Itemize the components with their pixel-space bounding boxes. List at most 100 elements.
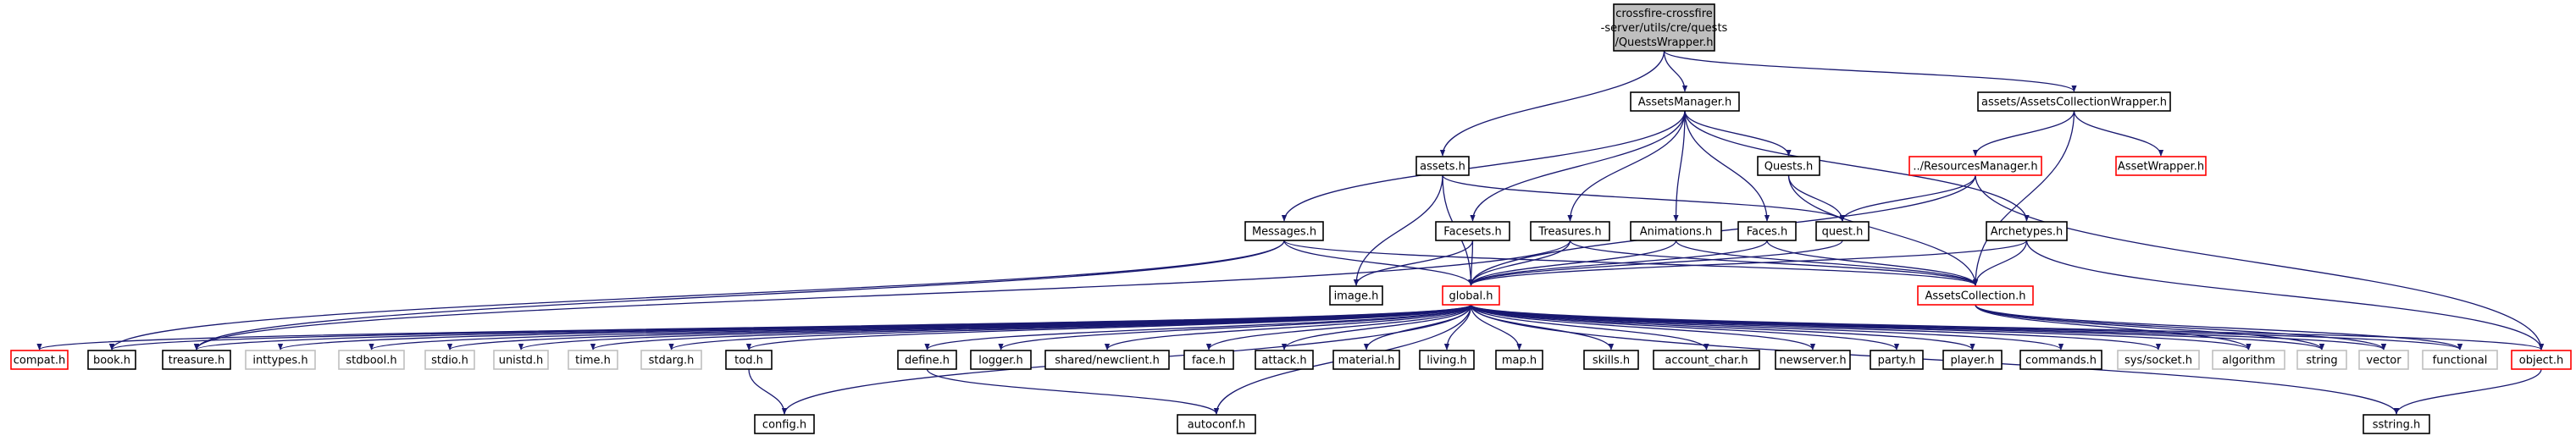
edge-root-to-assets_manager xyxy=(1663,50,1688,92)
node-box xyxy=(493,350,549,370)
node-compat-h[interactable]: compat.h xyxy=(10,350,69,370)
edge-quests_h-to-quest_h xyxy=(1787,174,1846,222)
edge-assets_manager-to-treasures_h xyxy=(1567,110,1686,222)
node-treasure-h[interactable]: treasure.h xyxy=(162,350,231,370)
node-resources-manager[interactable]: ../ResourcesManager.h xyxy=(1908,156,2042,176)
node-box xyxy=(1530,221,1610,241)
node-label: assets/AssetsCollectionWrapper.h xyxy=(1981,97,2167,109)
node-map-h[interactable]: map.h xyxy=(1495,350,1543,370)
node-account-char-h[interactable]: account_char.h xyxy=(1653,350,1760,370)
node-newserver-h[interactable]: newserver.h xyxy=(1775,350,1851,370)
node-box xyxy=(725,350,773,370)
node-autoconf-h[interactable]: autoconf.h xyxy=(1177,414,1256,434)
edge-assets_collection-to-algorithm xyxy=(1975,304,2252,350)
node-player-h[interactable]: player.h xyxy=(1942,350,2003,370)
node-box xyxy=(1583,350,1639,370)
node-living-h[interactable]: living.h xyxy=(1419,350,1475,370)
node-box xyxy=(1244,221,1324,241)
node-label: ../ResourcesManager.h xyxy=(1913,161,2037,174)
node-image-h[interactable]: image.h xyxy=(1329,285,1383,306)
node-label: party.h xyxy=(1878,355,1916,367)
node-label: config.h xyxy=(762,419,806,432)
node-box xyxy=(1815,221,1870,241)
node-box xyxy=(2115,156,2207,176)
node-box xyxy=(1177,414,1256,434)
node-label: skills.h xyxy=(1593,355,1630,367)
node-box xyxy=(245,350,316,370)
edge-treasures_h-to-treasure_h xyxy=(193,240,1571,350)
node-label: Messages.h xyxy=(1252,226,1316,239)
node-box xyxy=(897,350,957,370)
node-treasures-h[interactable]: Treasures.h xyxy=(1530,221,1610,241)
node-logger-h[interactable]: logger.h xyxy=(970,350,1032,370)
edge-global_h-to-compat_h xyxy=(36,304,1472,350)
edge-global_h-to-stdbool_h xyxy=(368,304,1472,350)
edge-faces_h-to-assets_collection xyxy=(1766,240,1979,286)
node-box xyxy=(2296,350,2347,370)
node-label: -server/utils/cre/quests xyxy=(1601,22,1728,35)
edge-assets_collection-to-string xyxy=(1975,304,2325,350)
node-string[interactable]: string xyxy=(2296,350,2347,370)
node-box xyxy=(424,350,475,370)
node-faces-h[interactable]: Faces.h xyxy=(1737,221,1797,241)
node-vector[interactable]: vector xyxy=(2358,350,2409,370)
edge-assets_manager-to-animations_h xyxy=(1673,110,1686,222)
node-box xyxy=(1044,350,1170,370)
node-label: global.h xyxy=(1449,290,1493,303)
node-facesets-h[interactable]: Facesets.h xyxy=(1435,221,1510,241)
node-asset-wrapper[interactable]: AssetWrapper.h xyxy=(2115,156,2207,176)
node-stdarg-h[interactable]: stdarg.h xyxy=(640,350,702,370)
node-sstring-h[interactable]: sstring.h xyxy=(2363,414,2430,434)
node-face-h[interactable]: face.h xyxy=(1183,350,1234,370)
node-archetypes-h[interactable]: Archetypes.h xyxy=(1986,221,2068,241)
node-label: account_char.h xyxy=(1665,355,1748,367)
node-tod-h[interactable]: tod.h xyxy=(725,350,773,370)
node-object-h[interactable]: object.h xyxy=(2511,350,2572,370)
node-messages-h[interactable]: Messages.h xyxy=(1244,221,1324,241)
node-label: living.h xyxy=(1426,355,1466,367)
node-animations-h[interactable]: Animations.h xyxy=(1630,221,1722,241)
node-commands-h[interactable]: commands.h xyxy=(2019,350,2102,370)
node-attack-h[interactable]: attack.h xyxy=(1255,350,1314,370)
node-material-h[interactable]: material.h xyxy=(1332,350,1400,370)
node-assets-h[interactable]: assets.h xyxy=(1415,156,1470,176)
node-box xyxy=(1332,350,1400,370)
nodes-layer: crossfire-crossfire-server/utils/cre/que… xyxy=(10,3,2572,434)
node-box xyxy=(1435,221,1510,241)
node-box xyxy=(1917,285,2034,306)
node-box xyxy=(2019,350,2102,370)
node-book-h[interactable]: book.h xyxy=(87,350,136,370)
node-time-h[interactable]: time.h xyxy=(568,350,618,370)
node-label: AssetsCollection.h xyxy=(1925,290,2026,303)
edge-global_h-to-map_h xyxy=(1470,304,1522,350)
node-box xyxy=(1908,156,2042,176)
edge-resources_manager-to-object_h xyxy=(1975,174,2545,350)
node-functional[interactable]: functional xyxy=(2422,350,2498,370)
node-box xyxy=(1653,350,1760,370)
node-unistd-h[interactable]: unistd.h xyxy=(493,350,549,370)
node-stdio-h[interactable]: stdio.h xyxy=(424,350,475,370)
node-box xyxy=(1986,221,2068,241)
node-skills-h[interactable]: skills.h xyxy=(1583,350,1639,370)
node-box xyxy=(10,350,69,370)
node-assets-collection[interactable]: AssetsCollection.h xyxy=(1917,285,2034,306)
node-define-h[interactable]: define.h xyxy=(897,350,957,370)
edge-faces_h-to-global_h xyxy=(1468,240,1768,286)
node-stdbool-h[interactable]: stdbool.h xyxy=(338,350,405,370)
node-assets-collection-wrapper[interactable]: assets/AssetsCollectionWrapper.h xyxy=(1977,91,2171,112)
node-quests-h[interactable]: Quests.h xyxy=(1757,156,1820,176)
node-algorithm[interactable]: algorithm xyxy=(2212,350,2285,370)
node-label: sys/socket.h xyxy=(2125,355,2192,367)
node-party-h[interactable]: party.h xyxy=(1870,350,1924,370)
node-label: Facesets.h xyxy=(1443,226,1501,239)
node-root[interactable]: crossfire-crossfire-server/utils/cre/que… xyxy=(1601,3,1728,52)
node-config-h[interactable]: config.h xyxy=(754,414,815,434)
node-inttypes-h[interactable]: inttypes.h xyxy=(245,350,316,370)
node-global-h[interactable]: global.h xyxy=(1442,285,1500,306)
node-label: player.h xyxy=(1950,355,1994,367)
node-assets-manager[interactable]: AssetsManager.h xyxy=(1630,91,1740,112)
node-quest-h[interactable]: quest.h xyxy=(1815,221,1870,241)
node-box xyxy=(754,414,815,434)
node-sys-socket-h[interactable]: sys/socket.h xyxy=(2117,350,2200,370)
node-shared-newclient-h[interactable]: shared/newclient.h xyxy=(1044,350,1170,370)
